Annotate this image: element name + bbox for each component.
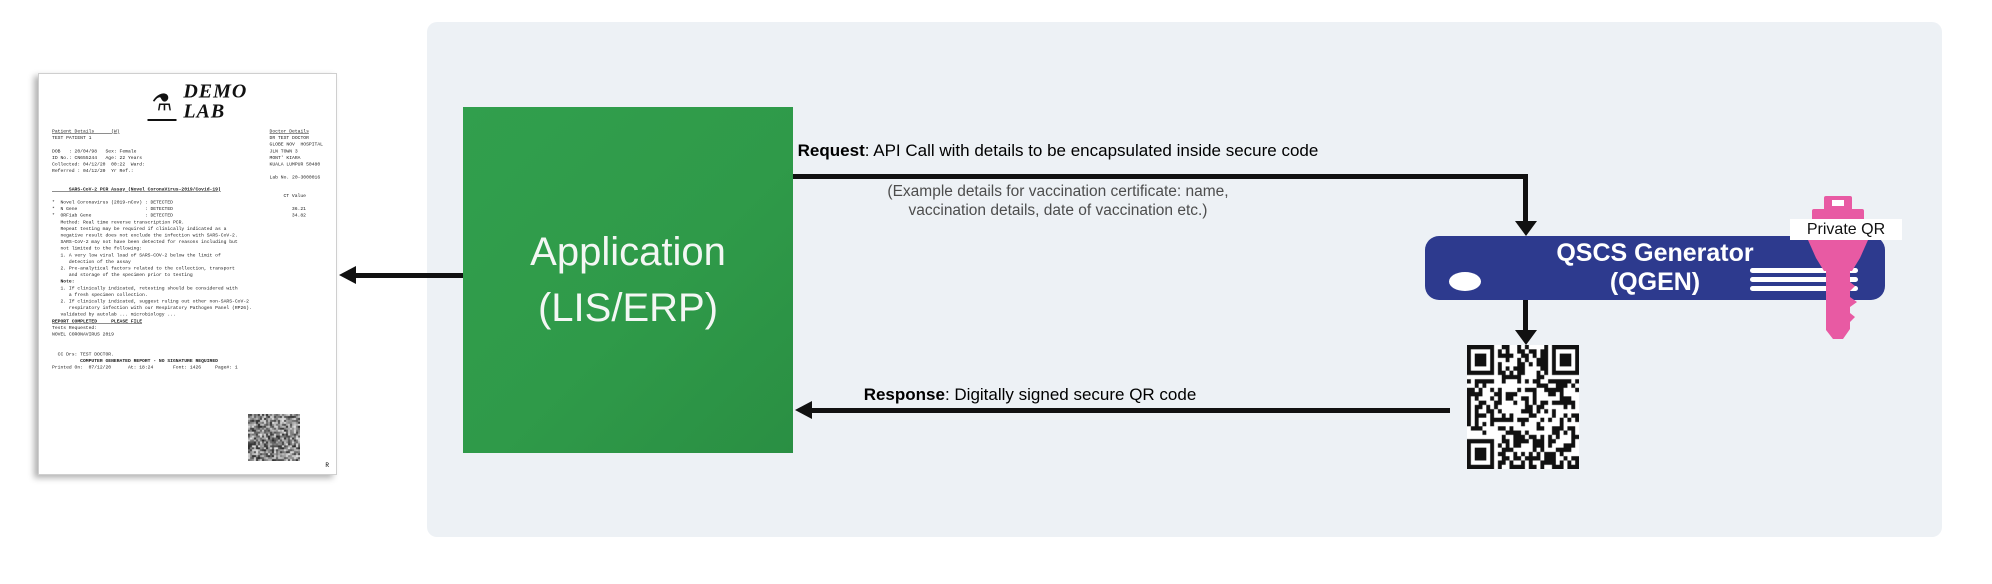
report-line: CT Value: [283, 192, 306, 199]
report-content: ⚗ DEMO LAB Patient Details (W)TEST PATIE…: [39, 74, 336, 474]
report-line: [52, 338, 323, 345]
response-label-rest: : Digitally signed secure QR code: [944, 385, 1197, 404]
report-line: validated by autolab ... microbiology ..…: [52, 311, 176, 318]
report-line: Method: Real time reverse transcription …: [52, 219, 185, 225]
request-label-bold: Request: [797, 141, 865, 160]
report-line: MONT' KIARA: [269, 154, 301, 161]
report-line: 2. Pre-analytical factors related to the…: [52, 265, 235, 272]
report-body: SARS-CoV-2 PCR Assay (Novel CoronaVirus-…: [52, 186, 323, 371]
report-header: Patient Details (W)TEST PATIENT 1 DOB : …: [52, 128, 323, 181]
report-line: Referred : 04/12/20 Yr Ref.:: [52, 168, 134, 174]
request-label: Request: API Call with details to be enc…: [793, 141, 1323, 161]
key-icon: [1808, 196, 1868, 339]
report-line: Repeat testing may be required if clinic…: [52, 225, 227, 232]
report-line: TEST PATIENT 1: [52, 135, 92, 141]
report-line: ID No.: CN655244 Age: 22 Years: [52, 154, 143, 161]
generator-vent-line: [1750, 286, 1858, 291]
response-arrow-line: [810, 408, 1450, 413]
page-marker: R: [325, 462, 329, 469]
report-line: REPORT COMPLETED PLEASE FILE: [52, 318, 143, 324]
response-label-bold: Response: [863, 385, 945, 404]
report-line: SARS-CoV-2 PCR Assay (Novel CoronaVirus-…: [52, 186, 221, 192]
response-arrow-head: [795, 401, 812, 419]
lab-report-document: ⚗ DEMO LAB Patient Details (W)TEST PATIE…: [38, 73, 337, 475]
generator-label-line2: (QGEN): [1609, 268, 1701, 296]
report-line: NOVEL CORONAVIRUS 2019: [52, 331, 114, 338]
generator-led: [1449, 272, 1481, 291]
report-line: a fresh specimen collection.: [52, 291, 148, 298]
report-line: GLOBE NOV HOSPITAL: [269, 141, 323, 148]
report-line: Note:: [52, 278, 75, 285]
output-arrow-head: [339, 266, 356, 284]
application-box: Application (LIS/ERP): [463, 107, 793, 453]
generator-label-line1: QSCS Generator: [1556, 239, 1754, 267]
request-arrow-line: [793, 174, 1528, 179]
report-line: KUALA LUMPUR 50480: [269, 161, 321, 168]
report-qr-code: [248, 414, 300, 461]
application-label-line2: (LIS/ERP): [537, 286, 719, 330]
request-arrow-elbow: [1523, 174, 1528, 222]
report-line: CC Drs: TEST DOCTOR.: [52, 351, 114, 357]
private-qr-label: Private QR: [1790, 219, 1902, 240]
report-line: 1. If clinically indicated, retesting sh…: [52, 285, 238, 291]
report-line: detection of the assay: [52, 258, 131, 265]
output-arrow-line: [354, 273, 463, 278]
generator-vent-line: [1750, 277, 1858, 282]
report-line: Printed On: 07/12/20 At: 18:24 Font: 142…: [52, 364, 238, 371]
flask-icon: ⚗: [147, 87, 177, 121]
report-line: COMPUTER GENERATED REPORT - NO SIGNATURE…: [52, 357, 218, 364]
response-label: Response: Digitally signed secure QR cod…: [800, 385, 1260, 405]
patient-details-block: Patient Details (W)TEST PATIENT 1 DOB : …: [52, 128, 145, 181]
generate-arrow-head: [1515, 330, 1537, 345]
report-line: * Novel Coronavirus (2019-nCov) : DETECT…: [52, 199, 173, 206]
request-arrow-head: [1515, 221, 1537, 236]
report-line: Patient Details (W): [52, 128, 120, 135]
report-line: JLN TOWN 3: [269, 148, 298, 154]
demo-lab-logo: ⚗ DEMO LAB: [72, 81, 323, 121]
report-line: negative result does not exclude the inf…: [52, 232, 238, 239]
logo-title-line2: LAB: [183, 99, 226, 122]
logo-title: DEMO LAB: [183, 81, 247, 121]
report-line: respiratory infection with our Respirato…: [52, 305, 252, 311]
secure-qr-code: [1467, 345, 1579, 469]
report-line: not limited to the following:: [52, 245, 143, 252]
report-line: Tests Requested:: [52, 324, 98, 331]
request-example-note: (Example details for vaccination certifi…: [793, 182, 1323, 220]
report-line: 2. If clinically indicated, suggest ruli…: [52, 298, 249, 305]
report-line: and storage of the specimen prior to tes…: [52, 272, 193, 278]
report-line: Doctor Details: [269, 128, 309, 135]
request-example-line2: vaccination details, date of vaccination…: [908, 202, 1208, 219]
generate-arrow-line: [1523, 300, 1528, 331]
logo-title-line1: DEMO: [183, 79, 248, 102]
report-line: Lab No. 20-3000016: [269, 174, 321, 181]
generator-vent-line: [1750, 268, 1858, 273]
report-line: DOB : 20/04/98 Sex: Female: [52, 148, 137, 154]
request-example-line1: (Example details for vaccination certifi…: [887, 183, 1229, 200]
report-line: 1. A very low viral load of SARS-COV-2 b…: [52, 252, 221, 258]
report-line: DR TEST DOCTOR: [269, 135, 309, 141]
report-line: Collected: 04/12/20 00:22 Ward:: [52, 161, 145, 168]
report-line: SARS-CoV-2 may not have been detected fo…: [52, 239, 238, 245]
application-label-line1: Application: [530, 230, 726, 274]
request-label-rest: : API Call with details to be encapsulat…: [864, 141, 1319, 160]
